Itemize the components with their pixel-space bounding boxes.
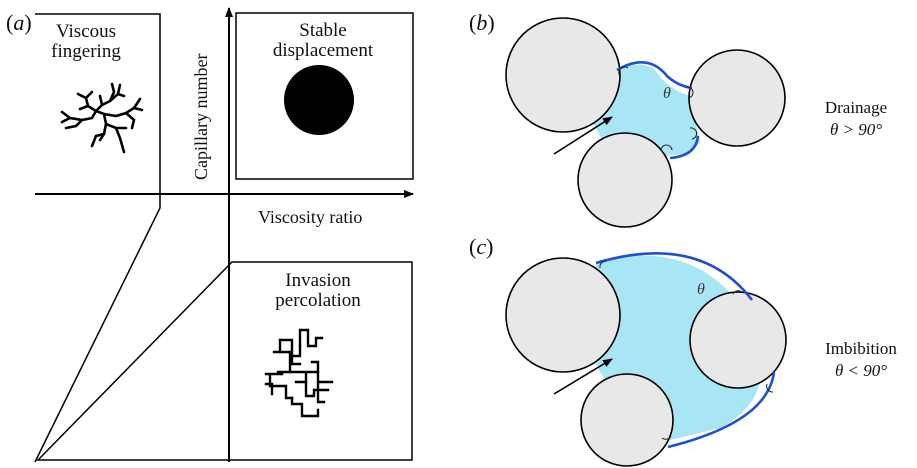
contact-angle-marker (689, 127, 698, 140)
contact-angle-marker (618, 66, 629, 78)
panel-label-a: (a) (6, 10, 32, 35)
grain (688, 49, 786, 147)
imbibition-pore-diagram (505, 252, 787, 467)
panel-label-b: (b) (469, 10, 495, 35)
y-axis-label: Capillary number (191, 53, 211, 180)
imbibition-meniscus-top (595, 252, 754, 301)
imbibition-caption: Imbibition θ < 90° (825, 339, 897, 381)
contact-angle-label: θ (663, 85, 671, 102)
stable-displacement-region (235, 12, 414, 180)
drainage-meniscus-top (616, 61, 693, 90)
grain (580, 373, 674, 467)
grain (505, 257, 621, 373)
contact-angle-marker (599, 260, 607, 269)
injection-arrow (553, 116, 613, 155)
grain (577, 132, 673, 228)
drainage-meniscus-bottom (669, 135, 700, 160)
stable-front-disc (284, 65, 354, 135)
contact-angle-marker (766, 383, 774, 393)
contact-angle-marker (660, 144, 673, 152)
contact-angle-marker (686, 86, 694, 99)
drainage-caption: Drainage θ > 90° (824, 98, 888, 140)
viscous-fingering-region (34, 13, 161, 463)
panel-label-c: (c) (469, 234, 494, 259)
viscous-fingering-title: Viscous fingering (51, 21, 121, 62)
drainage-pore-diagram (505, 17, 786, 228)
grain (689, 291, 787, 389)
contact-angle-marker (661, 435, 672, 440)
injection-arrow (553, 358, 613, 395)
invasion-percolation-title: Invasion percolation (275, 270, 361, 311)
percolation-pattern (264, 328, 334, 418)
phase-diagram (34, 7, 414, 463)
stable-displacement-title: Stable displacement (272, 20, 374, 61)
imbibition-meniscus-bottom (667, 371, 776, 449)
x-axis-label: Viscosity ratio (258, 207, 363, 227)
fingering-pattern (60, 82, 144, 154)
contact-angle-label: θ (697, 281, 705, 298)
invasion-percolation-region (36, 261, 413, 461)
grain (505, 17, 621, 133)
contact-angle-marker (732, 290, 743, 295)
